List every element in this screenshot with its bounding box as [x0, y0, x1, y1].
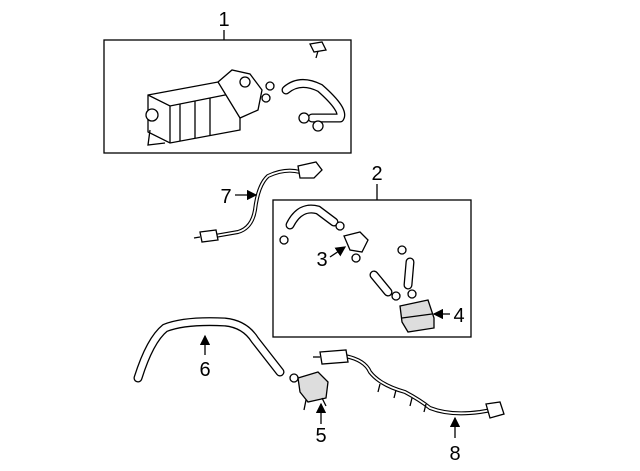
callout-1: 1 — [218, 9, 229, 31]
hose-drawing-1[interactable] — [281, 79, 346, 132]
callout-2: 2 — [371, 163, 382, 185]
callout-4: 4 — [453, 305, 464, 327]
callout-8: 8 — [449, 443, 460, 465]
callout-7: 7 — [220, 186, 231, 208]
vapor-hose-drawing[interactable] — [133, 317, 285, 383]
group-box-2 — [272, 184, 472, 338]
callout-6: 6 — [199, 359, 210, 381]
rear-o2-sensor-drawing[interactable] — [313, 349, 505, 419]
purge-valve-drawing[interactable] — [289, 371, 329, 411]
kit-drawing[interactable] — [279, 204, 435, 333]
bolt-drawing[interactable] — [309, 41, 327, 59]
callout-3: 3 — [316, 249, 327, 271]
front-o2-sensor-drawing[interactable] — [193, 161, 323, 243]
group-box-1 — [103, 30, 352, 154]
canister-drawing[interactable] — [145, 69, 275, 146]
callout-5: 5 — [315, 425, 326, 447]
